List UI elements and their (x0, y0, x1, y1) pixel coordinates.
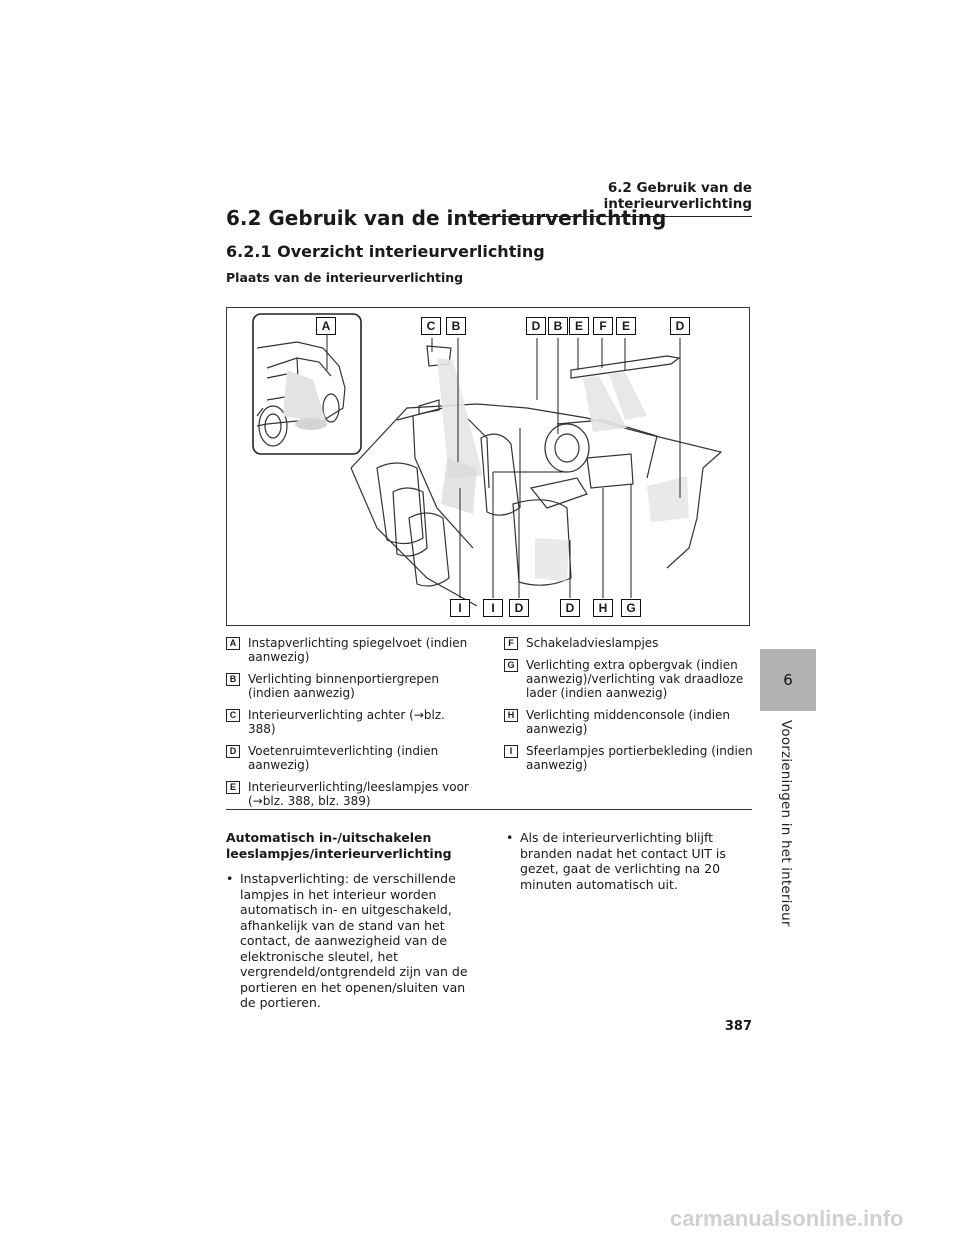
running-header: 6.2 Gebruik van de interieurverlichting (470, 180, 752, 217)
legend-item: C Interieurverlichting achter (→blz. 388) (226, 708, 476, 736)
legend-item: G Verlichting extra opbergvak (indien aan… (504, 658, 754, 700)
legend-key: G (504, 659, 518, 672)
legend-key: D (226, 745, 240, 758)
legend-text: Verlichting middenconsole (indien aanwez… (526, 708, 731, 736)
legend-key: I (504, 745, 518, 758)
page-number: 387 (724, 1019, 752, 1034)
legend-key: E (226, 781, 240, 794)
callout-bottom-6: G (621, 599, 641, 617)
legend-text: Instapverlichting spiegelvoet (indien aa… (248, 636, 468, 664)
legend-item: A Instapverlichting spiegelvoet (indien a… (226, 636, 476, 664)
legend-text: Verlichting extra opbergvak (indien aanw… (526, 658, 744, 700)
legend-key: H (504, 709, 518, 722)
callout-top-3: D (526, 317, 546, 335)
legend-key: B (226, 673, 240, 686)
legend-item: E Interieurverlichting/leeslampjes voor (… (226, 780, 476, 808)
callout-a-inset: A (316, 317, 336, 335)
section-subheading: Automatisch in-/uitschakelen leeslampjes… (226, 830, 452, 861)
car-interior-illustration (252, 313, 723, 607)
chapter-tab: 6 (760, 649, 816, 711)
bullet-item: Instapverlichting: de verschillende lamp… (226, 871, 471, 1011)
legend-item: F Schakeladvieslampjes (504, 636, 754, 650)
legend-text: Interieurverlichting/leeslampjes voor (→… (248, 780, 469, 808)
section-title: 6.2.1 Overzicht interieurverlichting (226, 242, 545, 261)
callout-top-6: F (593, 317, 613, 335)
chapter-title: Voorzieningen in het interieur (778, 720, 794, 927)
legend-text: Verlichting binnenportiergrepen (indien … (248, 672, 440, 700)
callout-top-8: D (670, 317, 690, 335)
legend-left: A Instapverlichting spiegelvoet (indien a… (226, 636, 476, 816)
legend-item: I Sfeerlampjes portierbekleding (indien a… (504, 744, 754, 772)
callout-top-1: C (421, 317, 441, 335)
legend-key: C (226, 709, 240, 722)
legend-text: Sfeerlampjes portierbekleding (indien aa… (526, 744, 753, 772)
figure-heading: Plaats van de interieurverlichting (226, 270, 464, 285)
callout-bottom-3: D (509, 599, 529, 617)
callout-bottom-5: H (593, 599, 613, 617)
legend-item: B Verlichting binnenportiergrepen (indien… (226, 672, 476, 700)
legend-text: Voetenruimteverlichting (indien aanwezig… (248, 744, 439, 772)
callout-top-2: B (446, 317, 466, 335)
legend-divider (226, 809, 752, 810)
callout-top-7: E (616, 317, 636, 335)
callout-bottom-4: D (560, 599, 580, 617)
callout-top-4: B (548, 317, 568, 335)
legend-item: H Verlichting middenconsole (indien aanwe… (504, 708, 754, 736)
callout-bottom-2: I (483, 599, 503, 617)
page-title: 6.2 Gebruik van de interieurverlichting (226, 206, 667, 230)
legend-key: A (226, 637, 240, 650)
watermark: carmanualsonline.info (670, 1206, 904, 1231)
legend-right: F Schakeladvieslampjes G Verlichting extra… (504, 636, 754, 780)
callout-top-5: E (569, 317, 589, 335)
body-column-left: Automatisch in-/uitschakelen leeslampjes… (226, 830, 471, 1011)
bullet-item: Als de interieurverlichting blijft brand… (506, 830, 751, 892)
interior-lighting-figure: A C B D B E F E D I I D D H G (226, 307, 750, 626)
body-column-right: Als de interieurverlichting blijft brand… (506, 830, 751, 892)
legend-item: D Voetenruimteverlichting (indien aanwezi… (226, 744, 476, 772)
callout-bottom-1: I (450, 599, 470, 617)
legend-key: F (504, 637, 518, 650)
legend-text: Interieurverlichting achter (→blz. 388) (248, 708, 445, 736)
legend-text: Schakeladvieslampjes (526, 636, 659, 650)
